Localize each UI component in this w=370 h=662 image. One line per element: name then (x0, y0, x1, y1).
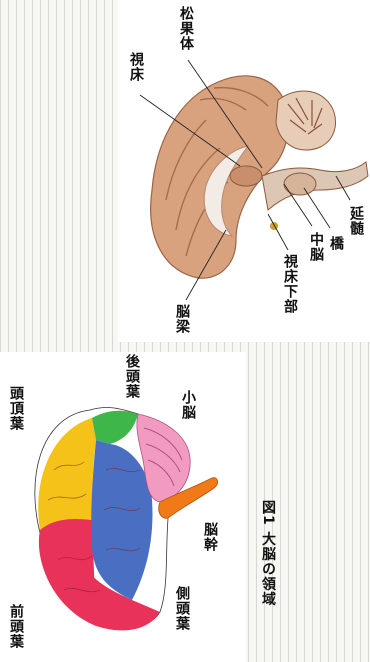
label-corpus-callosum: 脳梁 (172, 304, 192, 334)
label-pineal-body: 松果体 (176, 6, 196, 51)
parietal-lobe-shape (38, 418, 96, 530)
pituitary-shape (270, 222, 278, 230)
label-occipital-lobe: 後頭葉 (122, 354, 142, 399)
label-hypothalamus: 視床下部 (280, 254, 300, 314)
frontal-lobe-fill (39, 519, 96, 624)
pons-leader-line (304, 188, 330, 228)
cerebellum-top-shape (276, 91, 336, 150)
label-parietal-lobe: 頭頂葉 (6, 386, 26, 431)
figure-caption: 図1 大脳の領域 (258, 500, 278, 607)
label-pons: 橋 (326, 236, 346, 251)
hypothalamus-leader-line (268, 214, 288, 250)
label-thalamus: 視床 (126, 52, 146, 82)
label-frontal-lobe: 前頭葉 (6, 604, 26, 649)
sagittal-brain-drawing (140, 60, 368, 300)
label-midbrain: 中脳 (306, 232, 326, 262)
thalamus-shape (230, 166, 262, 186)
label-brainstem: 脳幹 (200, 522, 220, 552)
label-medulla: 延髄 (346, 206, 366, 236)
label-temporal-lobe: 側頭葉 (172, 586, 192, 631)
label-cerebellum: 小脳 (178, 390, 198, 420)
